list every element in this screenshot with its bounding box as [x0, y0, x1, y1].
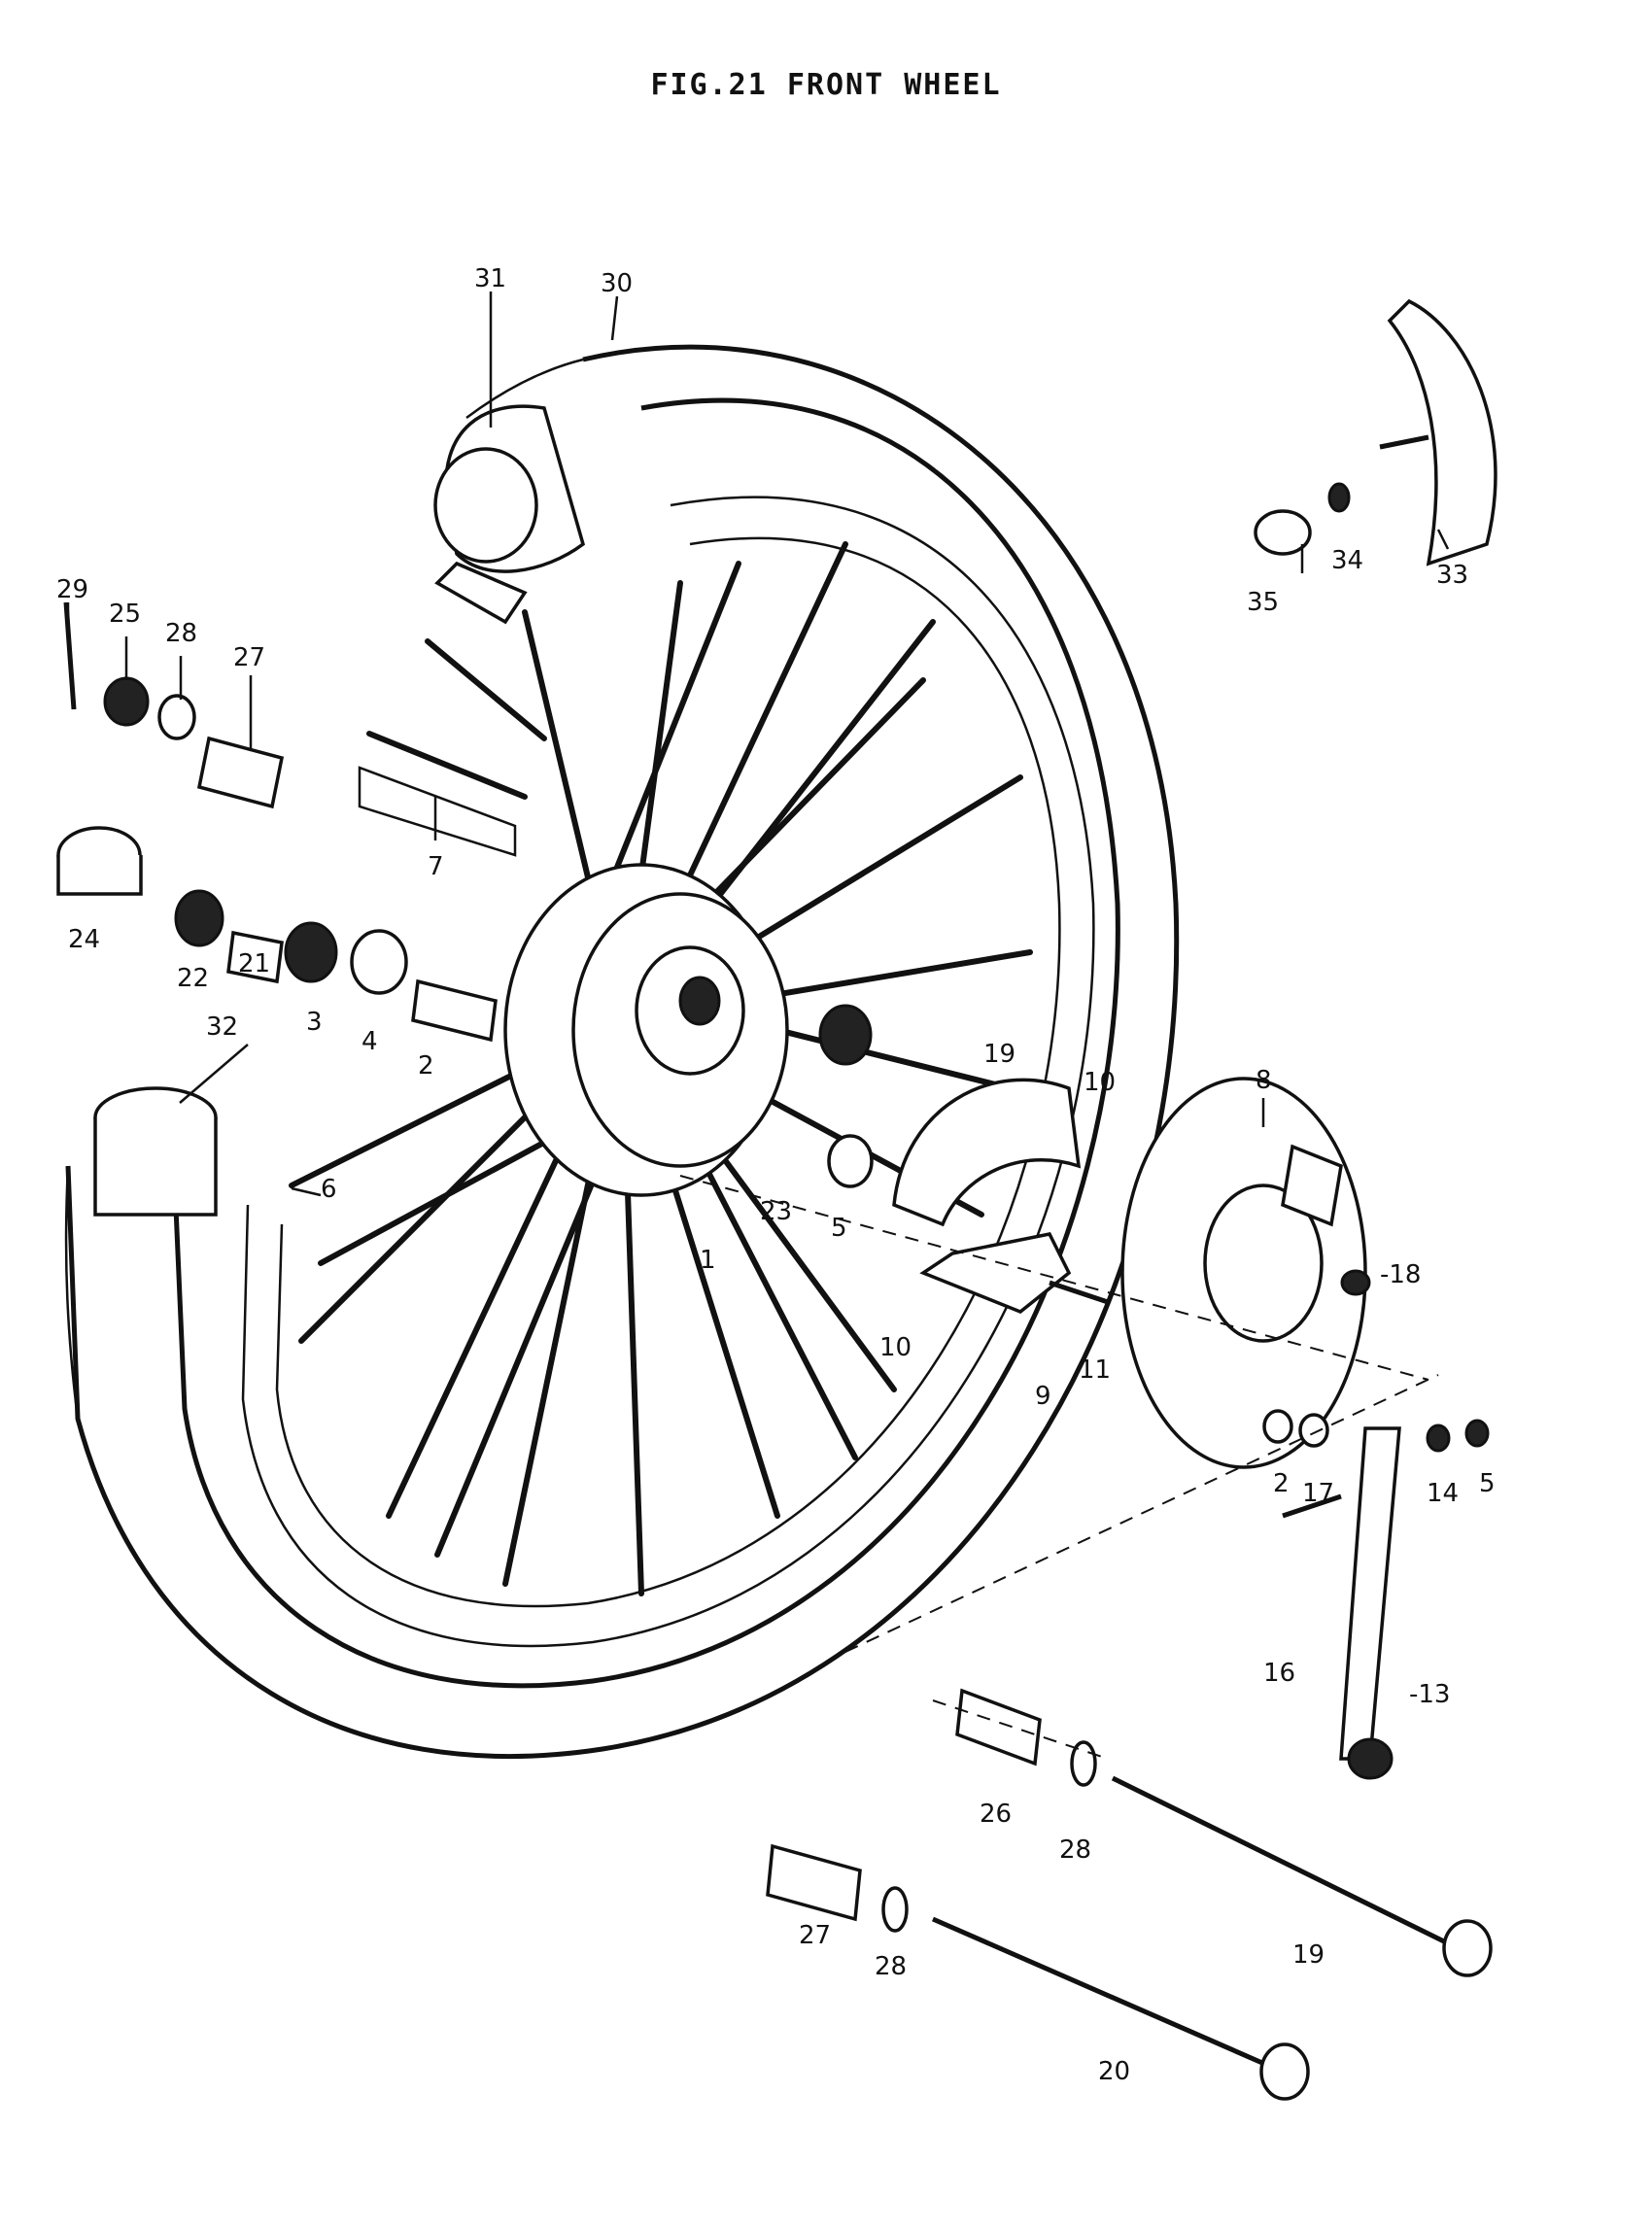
- figure-title: FIG.21 FRONT WHEEL: [650, 68, 1002, 102]
- left-axle-parts: [56, 601, 498, 1043]
- label-30: 30: [601, 269, 633, 298]
- inner-tube-bottom: [93, 1086, 218, 1217]
- label-9: 9: [1035, 1382, 1051, 1411]
- label-29: 29: [56, 575, 88, 604]
- label-2-right: 2: [1273, 1469, 1290, 1498]
- label-7: 7: [428, 852, 444, 881]
- hub: [503, 863, 789, 1197]
- label-4: 4: [361, 1027, 378, 1056]
- label-10-upper: 10: [1084, 1068, 1116, 1097]
- label-13: -13: [1409, 1680, 1450, 1709]
- label-8: 8: [1256, 1066, 1272, 1095]
- rim-band: [1254, 298, 1497, 566]
- label-28-middle: 28: [1059, 1835, 1091, 1865]
- label-1: 1: [700, 1246, 716, 1275]
- label-19-lower: 19: [1292, 1940, 1325, 1970]
- label-3: 3: [306, 1008, 323, 1037]
- inner-tube-top: [433, 404, 586, 625]
- label-27-lower: 27: [799, 1921, 831, 1950]
- label-2-left: 2: [418, 1051, 434, 1081]
- label-6: 6: [321, 1175, 337, 1204]
- label-24: 24: [68, 925, 100, 954]
- label-17: 17: [1302, 1479, 1334, 1508]
- label-19-upper: 19: [983, 1040, 1015, 1069]
- label-26: 26: [980, 1800, 1012, 1829]
- label-23: 23: [760, 1197, 792, 1226]
- label-14: 14: [1427, 1479, 1459, 1508]
- label-21: 21: [238, 949, 270, 978]
- label-27-upper: 27: [233, 643, 265, 672]
- label-5-lower: 5: [1479, 1469, 1496, 1498]
- label-28-lower: 28: [875, 1952, 907, 1981]
- brake-lever-parts: [1262, 1409, 1490, 1780]
- right-axle-parts: [766, 1688, 1493, 2101]
- label-33: 33: [1436, 561, 1468, 590]
- label-25: 25: [109, 600, 141, 629]
- label-5-upper: 5: [831, 1214, 847, 1243]
- label-11: 11: [1079, 1355, 1111, 1385]
- brake-shoes: [818, 1004, 1109, 1315]
- assembly-lines: [679, 1175, 1439, 1760]
- label-28-upper: 28: [165, 619, 197, 648]
- leader-lines: [66, 292, 1450, 1197]
- label-32: 32: [206, 1012, 238, 1042]
- label-35: 35: [1247, 588, 1279, 617]
- label-34: 34: [1331, 546, 1363, 575]
- label-10-lower: 10: [879, 1333, 912, 1362]
- brake-panel: [1120, 1077, 1371, 1469]
- spoke-set: [358, 638, 547, 857]
- rim: [241, 496, 1095, 1648]
- label-20: 20: [1098, 2057, 1130, 2086]
- tire: [64, 344, 1180, 1759]
- label-22: 22: [177, 964, 209, 993]
- label-18: -18: [1380, 1260, 1421, 1289]
- label-16: 16: [1263, 1659, 1295, 1688]
- part-labels: 31 30 33 34 35 29 25 28 27 7 24 22 21 3 …: [56, 264, 1496, 2086]
- label-31: 31: [474, 264, 506, 293]
